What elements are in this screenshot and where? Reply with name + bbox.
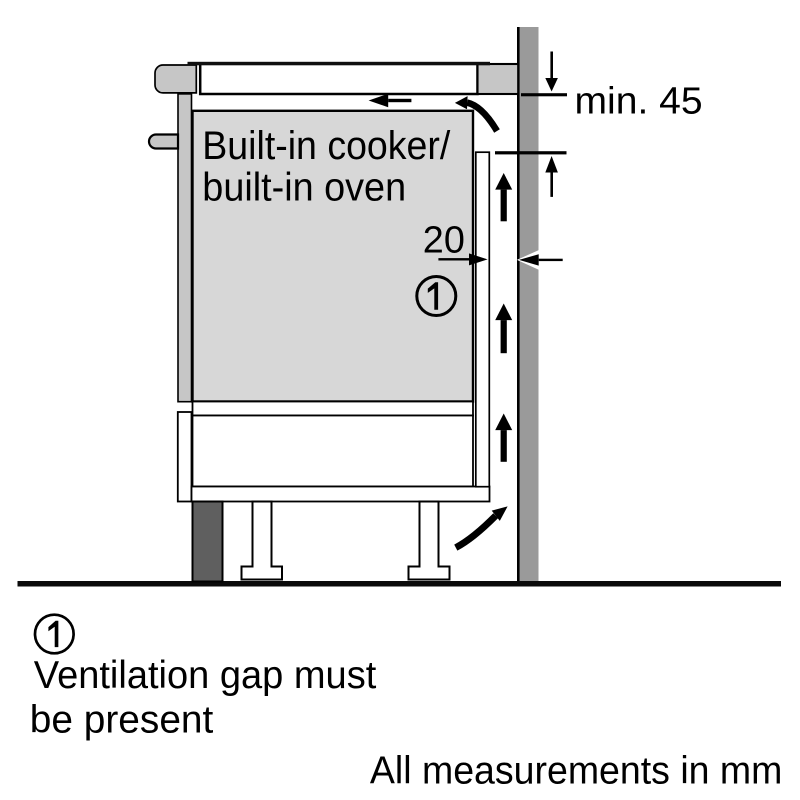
svg-text:built-in oven: built-in oven xyxy=(202,166,406,210)
svg-text:All measurements in mm: All measurements in mm xyxy=(370,750,783,793)
svg-text:20: 20 xyxy=(423,220,465,262)
svg-text:Ventilation gap must: Ventilation gap must xyxy=(34,654,377,697)
svg-text:min. 45: min. 45 xyxy=(575,80,703,123)
svg-text:be present: be present xyxy=(30,699,214,742)
svg-text:Built-in cooker/: Built-in cooker/ xyxy=(202,124,451,168)
